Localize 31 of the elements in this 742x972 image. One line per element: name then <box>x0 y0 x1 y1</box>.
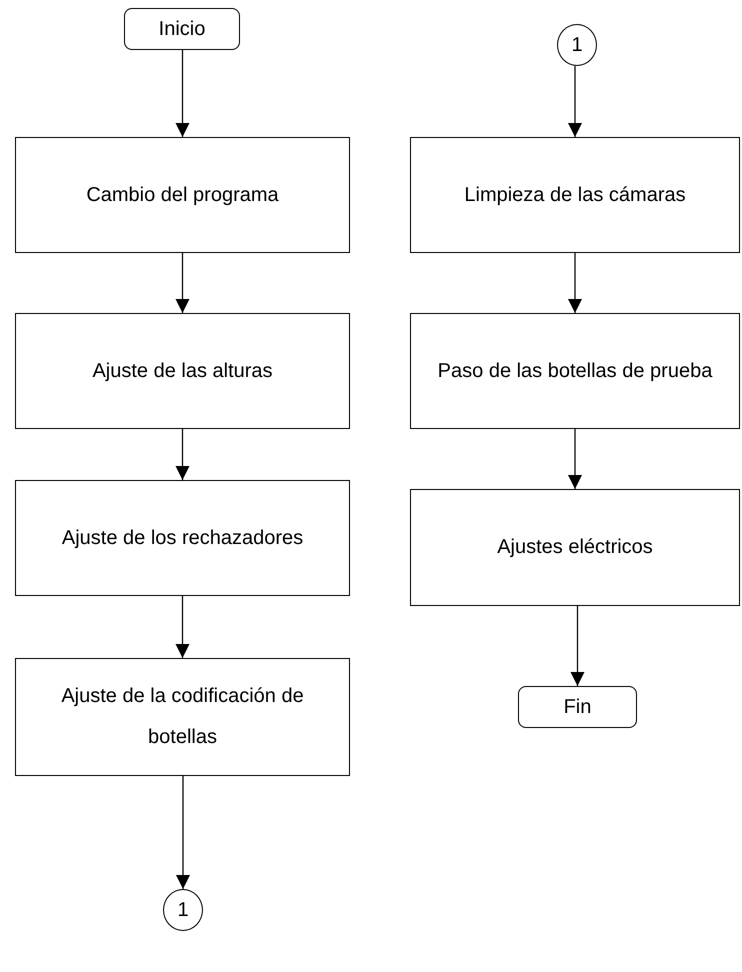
process-box <box>15 658 350 776</box>
arrow <box>176 429 190 480</box>
connector-circle <box>557 24 597 66</box>
process-box <box>410 489 740 606</box>
arrow <box>176 596 190 658</box>
node-label: Ajuste de las alturas <box>91 358 274 384</box>
node-label: Paso de las botellas de prueba <box>436 358 714 384</box>
arrow <box>570 606 584 686</box>
node-label: Ajuste de la codificación de botellas <box>60 684 305 750</box>
node-label: 1 <box>177 898 189 922</box>
arrow <box>568 66 582 137</box>
arrow <box>568 253 582 313</box>
connector-circle <box>163 889 203 931</box>
arrow <box>176 50 190 137</box>
node-label: Ajustes eléctricos <box>496 535 654 560</box>
node-label: Fin <box>562 694 592 720</box>
node-label: Cambio del programa <box>85 182 280 208</box>
node-label: Inicio <box>158 16 206 42</box>
node-label: Ajuste de los rechazadores <box>60 526 304 550</box>
arrow <box>176 253 190 313</box>
node-label: Limpieza de las cámaras <box>463 182 687 208</box>
node-label: 1 <box>571 32 583 58</box>
arrow <box>568 429 582 489</box>
process-box <box>410 137 740 253</box>
process-box <box>15 480 350 596</box>
arrow <box>176 776 190 889</box>
process-box <box>410 313 740 429</box>
process-box <box>15 313 350 429</box>
process-box <box>15 137 350 253</box>
terminal-box <box>518 686 637 728</box>
terminal-box <box>124 8 240 50</box>
